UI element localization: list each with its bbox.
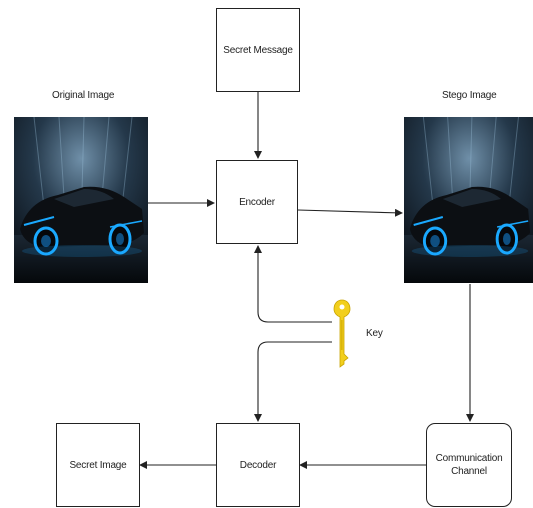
original-image-label: Original Image xyxy=(52,90,115,101)
decoder-text: Decoder xyxy=(239,459,277,471)
secret-image-text: Secret Image xyxy=(69,459,127,471)
car-photo xyxy=(404,117,533,283)
communication-channel-line1: Communication xyxy=(435,453,503,464)
arrow-key-to-decoder xyxy=(254,341,332,422)
secret-message-text: Secret Message xyxy=(223,44,293,56)
key-icon xyxy=(333,299,351,368)
stego-image-label: Stego Image xyxy=(442,90,497,101)
secret-message-box: Secret Message xyxy=(216,8,300,92)
arrow-key-to-encoder xyxy=(254,245,332,323)
original-image-photo xyxy=(14,117,148,283)
encoder-box: Encoder xyxy=(216,160,298,244)
communication-channel-box: Communication Channel xyxy=(426,423,512,507)
stego-image-photo xyxy=(404,117,533,283)
car-photo xyxy=(14,117,148,283)
arrow-encoder-to-stego xyxy=(297,208,403,217)
encoder-text: Encoder xyxy=(239,196,275,208)
communication-channel-text: Communication Channel xyxy=(436,452,503,478)
decoder-box: Decoder xyxy=(216,423,300,507)
key-label: Key xyxy=(366,328,383,339)
secret-image-box: Secret Image xyxy=(56,423,140,507)
communication-channel-line2: Channel xyxy=(451,466,487,477)
